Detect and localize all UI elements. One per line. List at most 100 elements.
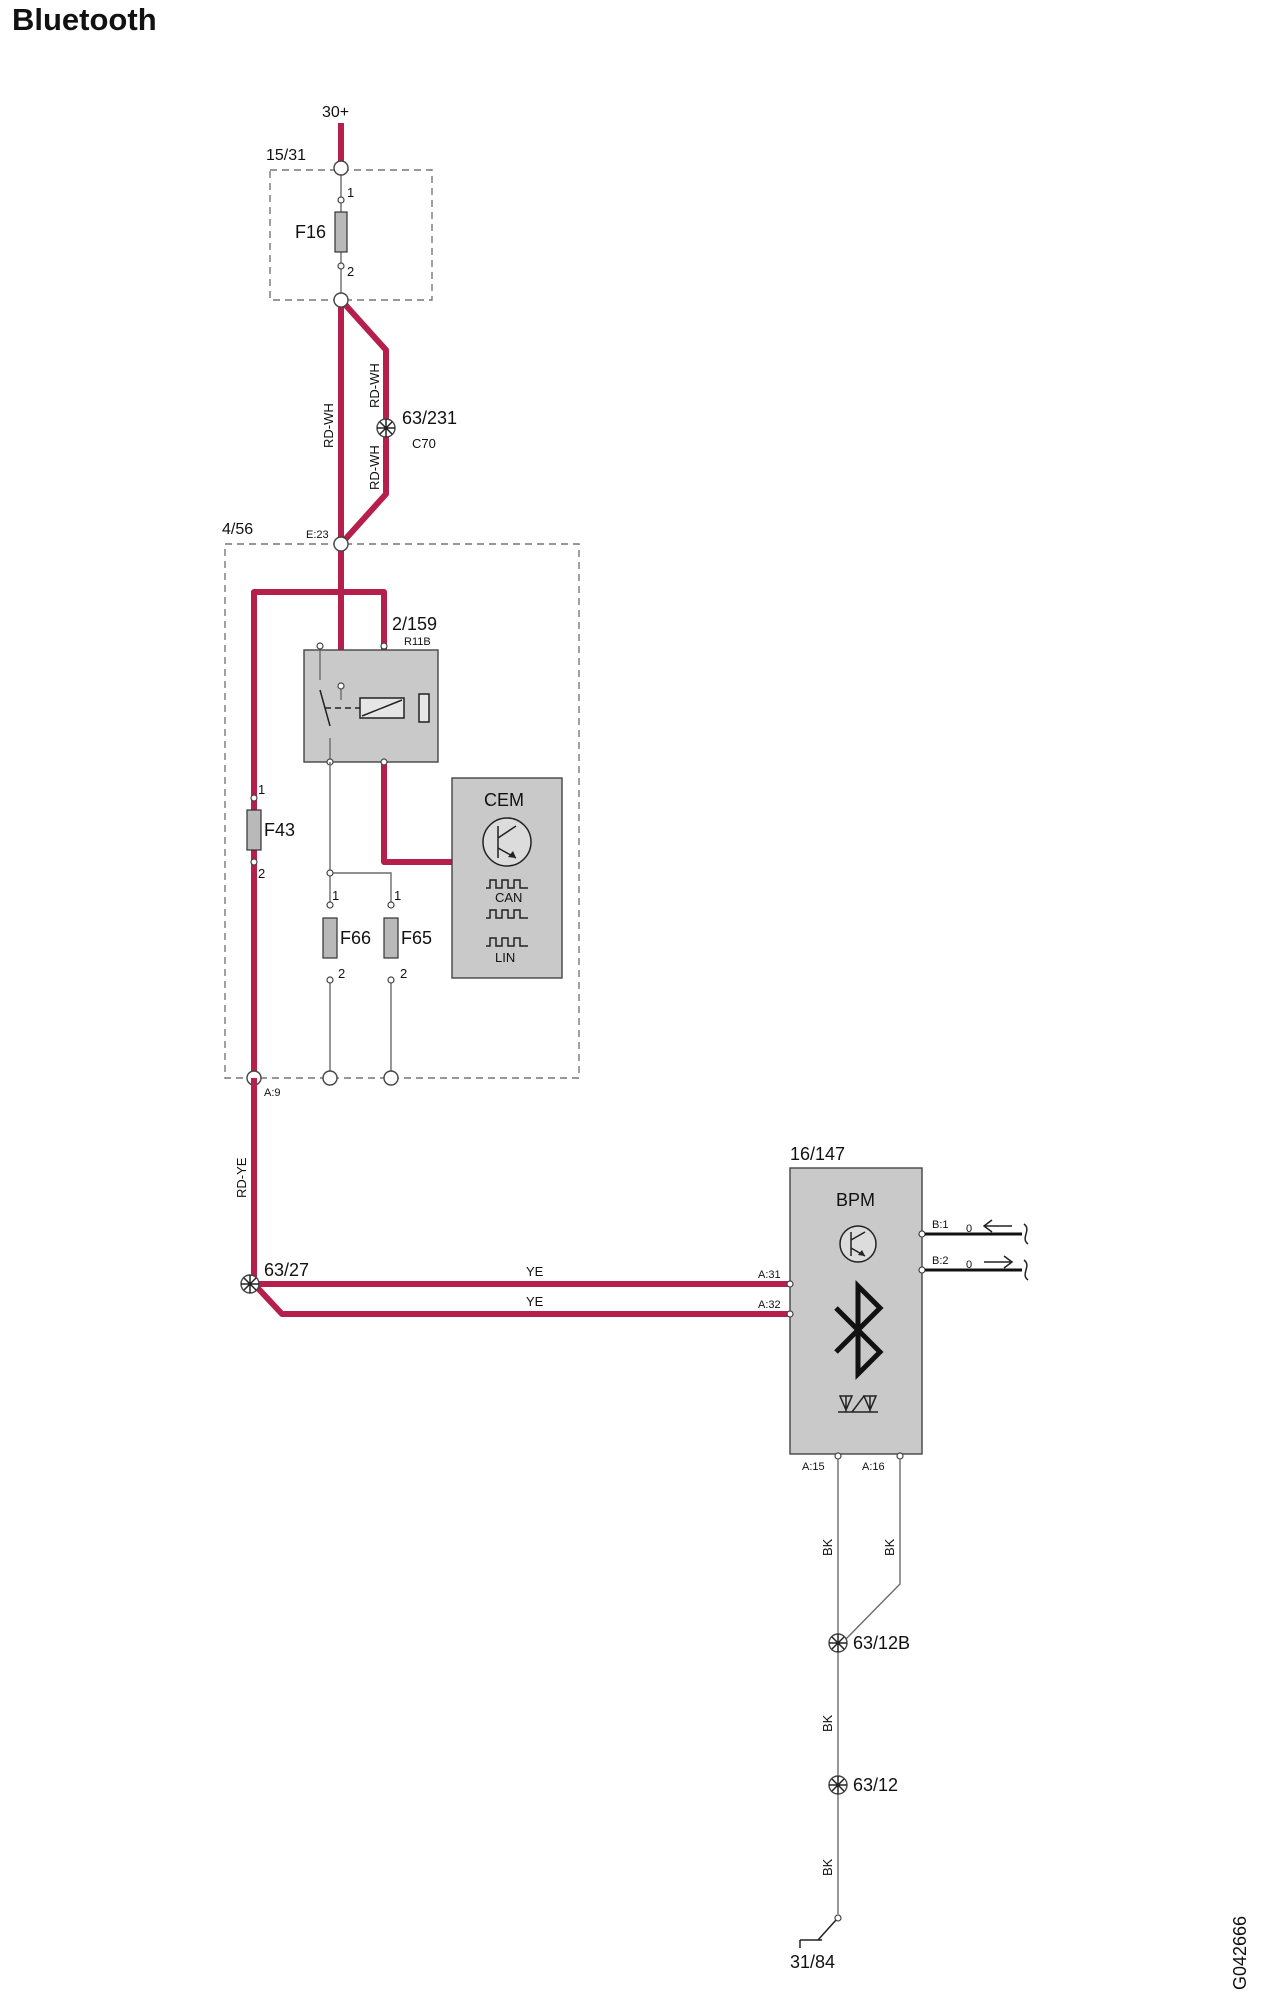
relay-resistor <box>418 693 430 723</box>
wire-label-bk-1: BK <box>820 1538 835 1556</box>
node-f65-out <box>383 1070 399 1086</box>
fuse-box-top-node <box>333 160 349 176</box>
splice-63-12-label: 63/12 <box>853 1775 898 1795</box>
wire-label-rdye: RD-YE <box>234 1157 249 1198</box>
cem-module <box>451 777 563 979</box>
cem-transistor-arrow <box>508 851 516 858</box>
signal-b2-zero: 0 <box>966 1259 972 1271</box>
cable-break-b2-icon <box>1023 1259 1029 1281</box>
splice-63-12b-label: 63/12B <box>853 1633 910 1653</box>
cem-can-label: CAN <box>495 890 522 905</box>
diagram-title: Bluetooth <box>12 2 157 37</box>
bpm-transistor-arrow <box>858 1250 865 1256</box>
fuse-f16-pin2 <box>337 262 345 270</box>
bpm-pin-b2-label: B:2 <box>932 1255 949 1267</box>
fuse-f16-pin1 <box>337 196 345 204</box>
cem-can-wave-icon <box>486 879 528 889</box>
fuse-f16-label: F16 <box>295 222 326 242</box>
pin-e23-node <box>333 536 349 552</box>
splice-63-12b-cross <box>829 1634 847 1652</box>
fuse-f16-pin2-label: 2 <box>347 264 354 279</box>
arrow-b2-outgoing-icon <box>984 1255 1014 1269</box>
fuse-box-outline <box>269 169 433 301</box>
fuse-box-bottom-node <box>333 292 349 308</box>
pin-a9-label: A:9 <box>264 1087 281 1099</box>
cem-label: CEM <box>484 790 524 810</box>
ground-label: 31/84 <box>790 1952 835 1972</box>
bpm-pin-b1-label: B:1 <box>932 1219 949 1231</box>
fuse-f66-pin2 <box>326 976 334 984</box>
wire-label-bk-4: BK <box>820 1858 835 1876</box>
fuse-f65-label: F65 <box>401 928 432 948</box>
cable-break-b1-icon <box>1023 1223 1029 1245</box>
fuse-f65-pin2-label: 2 <box>400 966 407 981</box>
fuse-f16 <box>334 211 348 253</box>
ground-symbol-icon <box>799 1919 837 1948</box>
bpm-pin-b1 <box>918 1230 926 1238</box>
wire-label-ye-1: YE <box>526 1264 544 1279</box>
bpm-diode-icon <box>838 1395 878 1413</box>
bpm-pin-a32-label: A:32 <box>758 1299 781 1311</box>
wire-f66-f65-feed <box>329 762 392 1072</box>
wire-label-ye-2: YE <box>526 1294 544 1309</box>
splice-63-27-label: 63/27 <box>264 1260 309 1280</box>
fuse-f66-pin1-label: 1 <box>332 888 339 903</box>
fuse-box-id: 15/31 <box>266 147 306 164</box>
signal-b1-zero: 0 <box>966 1223 972 1235</box>
fuse-f43-pin1-label: 1 <box>258 782 265 797</box>
wire-to-cem <box>381 762 452 865</box>
fuse-f43-label: F43 <box>264 820 295 840</box>
fuse-f43-pin2-label: 2 <box>258 866 265 881</box>
fuse-f66-pin2-label: 2 <box>338 966 345 981</box>
bpm-pin-a31-label: A:31 <box>758 1269 781 1281</box>
wire-label-rdwh-1: RD-WH <box>321 403 336 448</box>
junction-f66-f65 <box>326 869 334 877</box>
cem-transistor-icon <box>482 817 532 867</box>
splice-c70-id: 63/231 <box>402 408 457 428</box>
fuse-f43 <box>246 809 262 851</box>
drawing-id: G042666 <box>1230 1916 1250 1990</box>
bpm-pin-a16 <box>896 1452 904 1460</box>
cem-box-id: 4/56 <box>222 521 253 538</box>
bpm-pin-a31 <box>786 1280 794 1288</box>
fuse-f43-pin2 <box>250 858 258 866</box>
fuse-f65-pin1-label: 1 <box>394 888 401 903</box>
relay-pin-d <box>380 642 388 650</box>
splice-c70-note: C70 <box>412 436 436 451</box>
wire-label-bk-3: BK <box>820 1714 835 1732</box>
fuse-f65 <box>383 917 399 959</box>
relay-id: 2/159 <box>392 614 437 634</box>
fuse-f43-pin1 <box>250 794 258 802</box>
relay-code: R11B <box>404 636 431 648</box>
fuse-f65-pin2 <box>387 976 395 984</box>
wire-bk-a16 <box>844 1459 901 1641</box>
bpm-transistor-icon <box>839 1225 877 1263</box>
ground-pin <box>834 1914 842 1922</box>
bpm-pin-a16-label: A:16 <box>862 1461 885 1473</box>
relay-pin-b <box>337 682 345 690</box>
supply-label: 30+ <box>322 104 349 121</box>
bpm-pin-b2 <box>918 1266 926 1274</box>
wire-label-bk-2: BK <box>882 1538 897 1556</box>
fuse-f65-pin1 <box>387 901 395 909</box>
cem-can-wave-lower-icon <box>486 909 528 919</box>
fuse-f66 <box>322 917 338 959</box>
bluetooth-icon <box>834 1279 884 1381</box>
fuse-f66-pin1 <box>326 901 334 909</box>
fuse-f66-label: F66 <box>340 928 371 948</box>
relay-pin-e <box>380 758 388 766</box>
cem-lin-label: LIN <box>495 950 515 965</box>
node-f66-out <box>322 1070 338 1086</box>
wire-ye-a32 <box>251 1281 790 1317</box>
bpm-id: 16/147 <box>790 1144 845 1164</box>
bpm-pin-a32 <box>786 1310 794 1318</box>
bpm-pin-a15-label: A:15 <box>802 1461 825 1473</box>
arrow-b1-incoming-icon <box>982 1219 1012 1233</box>
wire-label-rdwh-3: RD-WH <box>367 445 382 490</box>
relay-coil-diagonal <box>361 699 403 717</box>
cem-lin-wave-icon <box>486 937 528 947</box>
relay-pin-a <box>316 642 324 650</box>
fuse-f16-pin1-label: 1 <box>347 185 354 200</box>
bpm-pin-a15 <box>834 1452 842 1460</box>
